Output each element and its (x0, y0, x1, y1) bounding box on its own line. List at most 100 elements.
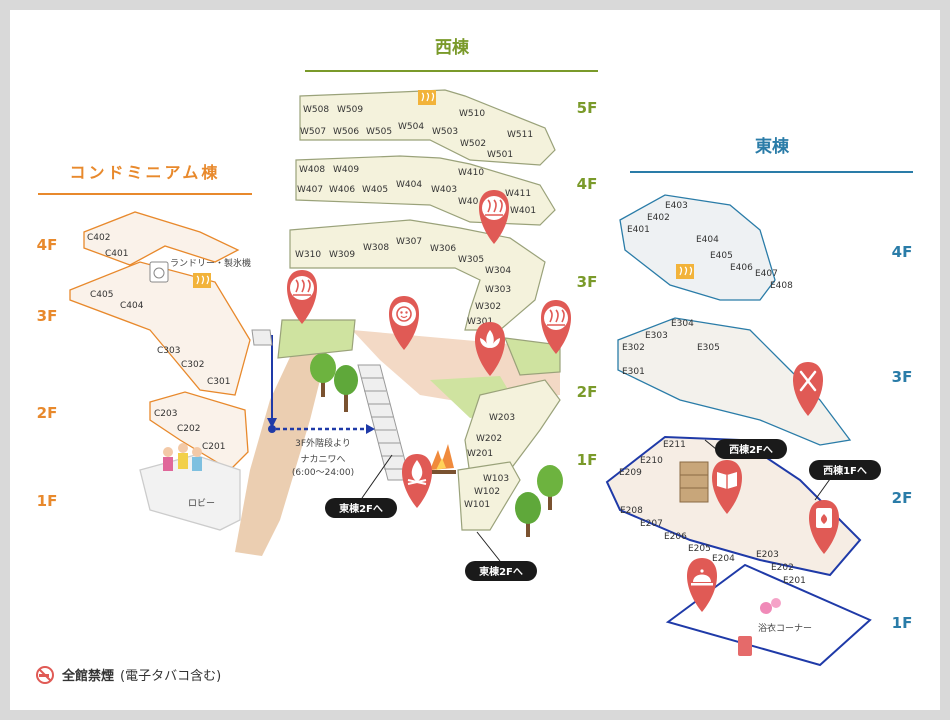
room-label: W504 (398, 122, 424, 132)
west-floor-1f: 1F (577, 451, 598, 469)
no-smoking-icon (36, 666, 54, 684)
room-label: E403 (665, 201, 688, 211)
tree-icon (334, 365, 358, 412)
condo-floor-2f: 2F (37, 404, 58, 422)
room-label: W503 (432, 127, 458, 137)
west-floor-3f: 3F (577, 273, 598, 291)
east-1f-plan (665, 563, 872, 667)
west-floor-5f: 5F (577, 99, 598, 117)
west-2f-terrace (504, 337, 561, 376)
room-label: W408 (299, 165, 325, 175)
pin-sauna[interactable] (389, 296, 419, 350)
room-label: W507 (300, 127, 326, 137)
map-frame: 西棟 コンドミニアム棟 東棟 5F 4F 3F 2F 1F 4F 3F 2F 1… (10, 10, 940, 710)
room-label: C301 (207, 377, 230, 387)
room-label: W40 (458, 197, 479, 207)
tree-icon (515, 492, 541, 537)
room-label: C203 (154, 409, 177, 419)
room-label: W306 (430, 244, 456, 254)
walkway-path (235, 340, 330, 556)
callout-to-west-1f[interactable]: 西棟1Fへ (809, 460, 881, 501)
west-1f-plan (457, 461, 521, 531)
east-rooms: E403 E402 E401 E404 E405 E406 E407 E408 … (418, 90, 812, 656)
west-rooms: W508 W509 W507 W506 W505 W504 W503 W502 … (295, 105, 536, 510)
condo-floor-4f: 4F (37, 236, 58, 254)
room-label: E206 (664, 532, 687, 542)
lobby-label: ロビー (188, 498, 215, 509)
room-label: W308 (363, 243, 389, 253)
west-floor-4f: 4F (577, 175, 598, 193)
room-label: C303 (157, 346, 180, 356)
tree-icon (537, 465, 563, 510)
room-label: W405 (362, 185, 388, 195)
room-label: C401 (105, 249, 128, 259)
pin-game-corner[interactable] (809, 500, 839, 554)
callout-to-east-2f-west[interactable]: 東棟2Fへ (465, 531, 537, 581)
route-dotted-head (366, 424, 375, 434)
room-label: E201 (783, 576, 806, 586)
room-label: E302 (622, 343, 645, 353)
pin-lotus-relax[interactable] (475, 322, 505, 376)
condo-stairs (251, 329, 273, 346)
room-label: C405 (90, 290, 113, 300)
room-label: W506 (333, 127, 359, 137)
east-floor-4f: 4F (892, 243, 913, 261)
condo-1f-plan (139, 454, 241, 531)
room-label: W403 (431, 185, 457, 195)
callout-to-east-2f-courtyard[interactable]: 東棟2Fへ (325, 454, 397, 518)
yukata-corner-label: 浴衣コーナー (758, 622, 812, 634)
no-smoking-notice: 全館禁煙 (電子タバコ含む) (36, 666, 221, 684)
room-label: W202 (476, 434, 502, 444)
east-4f-plan (619, 194, 776, 301)
room-label: W102 (474, 487, 500, 497)
room-label: C302 (181, 360, 204, 370)
room-label: W508 (303, 105, 329, 115)
pin-campfire[interactable] (402, 454, 432, 508)
condo-2f-plan (149, 391, 249, 471)
room-label: W307 (396, 237, 422, 247)
room-label: E205 (688, 544, 711, 554)
room-label: E402 (647, 213, 670, 223)
pin-restaurant[interactable] (793, 362, 823, 416)
room-label: E208 (620, 506, 643, 516)
east-floor-3f: 3F (892, 368, 913, 386)
room-label: W310 (295, 250, 321, 260)
room-label: W505 (366, 127, 392, 137)
pin-hot-spring-west-2f[interactable] (541, 300, 571, 354)
no-smoking-main: 全館禁煙 (61, 668, 114, 684)
pin-hot-spring-west-3f[interactable] (287, 270, 317, 324)
pin-library[interactable] (712, 460, 742, 514)
nakaniwa-to-label: ナカニワへ (300, 454, 345, 465)
room-label: E304 (671, 319, 694, 329)
east-floor-labels: 4F 3F 2F 1F (892, 243, 913, 632)
floor-map: 西棟 コンドミニアム棟 東棟 5F 4F 3F 2F 1F 4F 3F 2F 1… (36, 37, 913, 684)
room-label: E401 (627, 225, 650, 235)
room-label: E407 (755, 269, 778, 279)
room-label: W511 (507, 130, 533, 140)
condo-floor-3f: 3F (37, 307, 58, 325)
room-label: W203 (489, 413, 515, 423)
room-label: E404 (696, 235, 719, 245)
route-start-dot (268, 425, 276, 433)
condo-building-header: コンドミニアム棟 (38, 163, 252, 195)
callout-to-west-2f[interactable]: 西棟2Fへ (704, 439, 787, 459)
room-label: E408 (770, 281, 793, 291)
callout-label: 東棟2Fへ (339, 502, 383, 515)
west-building-header: 西棟 (305, 37, 598, 72)
room-label: W510 (459, 109, 485, 119)
west-building-title: 西棟 (435, 37, 470, 58)
room-label: E202 (771, 563, 794, 573)
room-label: E303 (645, 331, 668, 341)
pin-hot-spring-west-4f[interactable] (479, 190, 509, 244)
bookshelf-illustration (679, 461, 709, 503)
room-label: W305 (458, 255, 484, 265)
room-label: W309 (329, 250, 355, 260)
room-label: E406 (730, 263, 753, 273)
hot-spring-sign-icon (676, 264, 694, 279)
west-floor-2f: 2F (577, 383, 598, 401)
people-illustration (163, 443, 202, 471)
route-arrow-head (267, 418, 277, 428)
no-smoking-sub: (電子タバコ含む) (120, 668, 221, 684)
laundry-label: ランドリー・製氷機 (170, 257, 251, 269)
pin-front-desk[interactable] (687, 558, 717, 612)
